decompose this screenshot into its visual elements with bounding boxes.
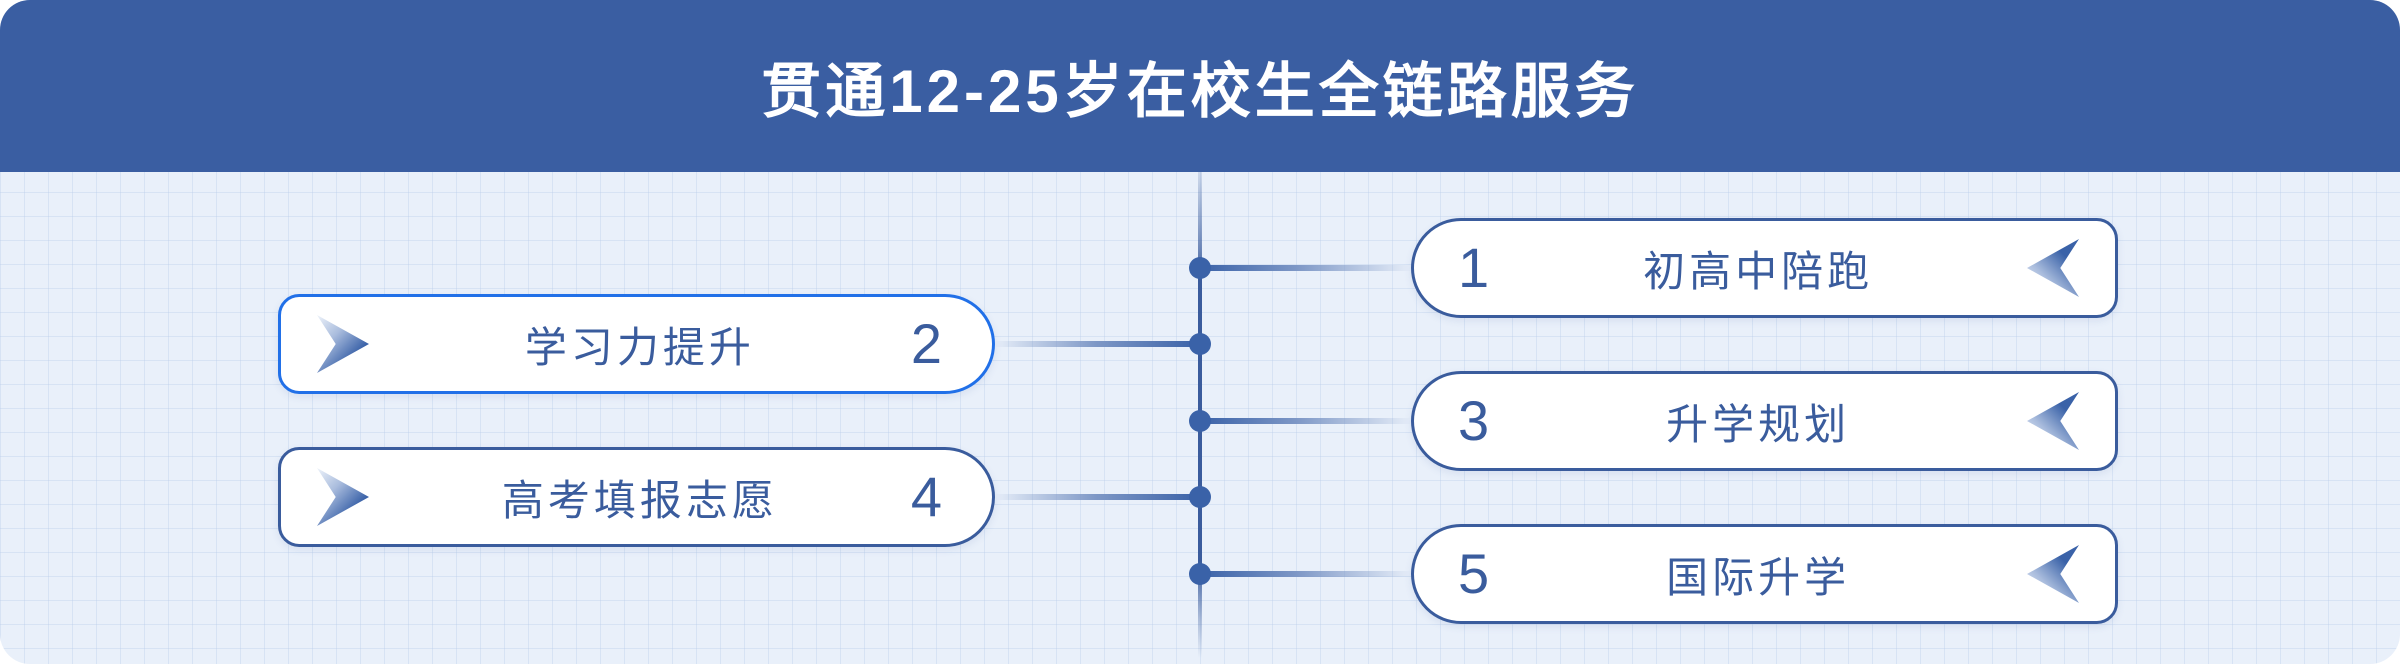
pill-step-5-international-study: 5 国际升学 bbox=[1411, 524, 2118, 624]
connector-dot-3 bbox=[1189, 410, 1211, 432]
header-banner: 贯通12-25岁在校生全链路服务 bbox=[0, 0, 2400, 172]
step-number: 2 bbox=[910, 312, 942, 375]
chevron-left-icon bbox=[2027, 239, 2079, 297]
step-number: 5 bbox=[1458, 542, 1490, 605]
pill-step-2-learning-boost: 学习力提升 2 bbox=[278, 294, 995, 394]
step-label: 国际升学 bbox=[1666, 553, 1851, 601]
connector-line-1 bbox=[1200, 265, 1414, 271]
connector-line-3 bbox=[1200, 418, 1414, 424]
chevron-left-icon bbox=[2027, 545, 2079, 603]
connector-dot-5 bbox=[1189, 563, 1211, 585]
connector-dot-2 bbox=[1189, 333, 1211, 355]
page-title: 贯通12-25岁在校生全链路服务 bbox=[761, 57, 1639, 125]
chevron-left-icon bbox=[2027, 392, 2079, 450]
step-label: 高考填报志愿 bbox=[501, 476, 778, 524]
step-number: 1 bbox=[1458, 236, 1490, 299]
connector-dot-4 bbox=[1189, 486, 1211, 508]
chevron-right-icon bbox=[317, 315, 369, 373]
step-label: 升学规划 bbox=[1666, 400, 1851, 448]
connector-dot-1 bbox=[1189, 257, 1211, 279]
step-number: 4 bbox=[910, 465, 942, 528]
connector-line-4 bbox=[993, 494, 1200, 500]
step-number: 3 bbox=[1458, 389, 1490, 452]
step-label: 学习力提升 bbox=[524, 323, 755, 371]
pill-step-3-education-planning: 3 升学规划 bbox=[1411, 371, 2118, 471]
connector-line-5 bbox=[1200, 571, 1414, 577]
step-label: 初高中陪跑 bbox=[1643, 247, 1874, 295]
chevron-right-icon bbox=[317, 468, 369, 526]
connector-line-2 bbox=[993, 341, 1200, 347]
pill-step-4-gaokao-application: 高考填报志愿 4 bbox=[278, 447, 995, 547]
pill-step-1-junior-senior-high: 1 初高中陪跑 bbox=[1411, 218, 2118, 318]
